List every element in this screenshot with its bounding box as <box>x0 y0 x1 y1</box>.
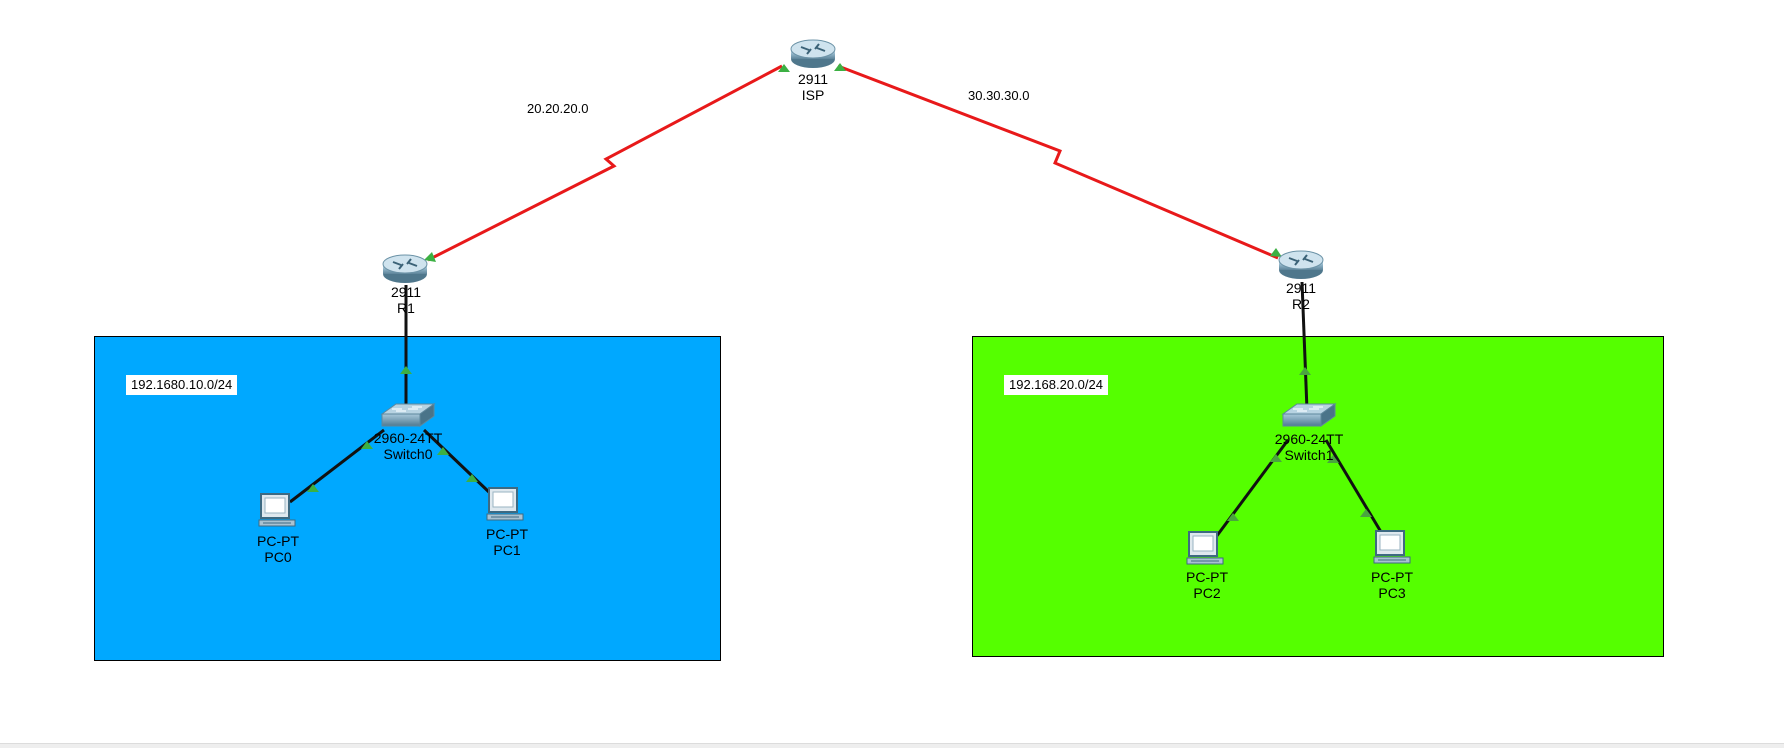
device-label-r2: 2911 R2 <box>1286 280 1316 312</box>
link-up-indicator <box>466 474 478 482</box>
area-label-left[interactable]: 192.1680.10.0/24 <box>126 375 238 395</box>
pc-icon[interactable] <box>486 487 524 521</box>
link-up-indicator <box>1360 509 1372 517</box>
router-icon[interactable] <box>382 254 428 283</box>
link-up-indicator <box>307 484 319 492</box>
network-label-isp-r2[interactable]: 30.30.30.0 <box>963 86 1035 106</box>
device-name: R1 <box>397 300 415 316</box>
pc-icon[interactable] <box>1186 531 1224 565</box>
area-label-right[interactable]: 192.168.20.0/24 <box>1004 375 1108 395</box>
eth-link-r2-switch1[interactable] <box>1300 281 1309 411</box>
serial-link-isp-r2[interactable] <box>837 64 1279 260</box>
device-name: PC2 <box>1193 585 1221 601</box>
device-name: Switch0 <box>383 446 433 462</box>
router-icon[interactable] <box>1278 250 1324 279</box>
link-up-indicator <box>1227 513 1239 521</box>
device-label-switch1: 2960-24TT Switch1 <box>1275 431 1343 463</box>
serial-link-isp-r1[interactable] <box>427 64 783 262</box>
link-status-indicators <box>307 63 1372 521</box>
device-model: PC-PT <box>1371 569 1413 585</box>
link-up-indicator <box>1327 455 1339 463</box>
network-label-isp-r1[interactable]: 20.20.20.0 <box>522 99 594 119</box>
eth-link-switch0-pc1[interactable] <box>422 428 492 495</box>
link-up-indicator <box>400 366 412 374</box>
link-up-indicator <box>1270 248 1282 257</box>
switch-icon[interactable] <box>380 403 436 427</box>
device-name: PC3 <box>1378 585 1406 601</box>
device-name: PC0 <box>264 549 292 565</box>
device-name: R2 <box>1292 296 1310 312</box>
device-label-pc0: PC-PT PC0 <box>257 533 299 565</box>
link-up-indicator <box>437 447 449 455</box>
device-model: PC-PT <box>257 533 299 549</box>
device-model: 2911 <box>797 71 829 87</box>
device-model: 2911 <box>1285 280 1317 296</box>
eth-link-switch1-pc3[interactable] <box>1324 439 1386 538</box>
bottom-scrollbar-strip[interactable] <box>0 743 1784 748</box>
device-label-pc3: PC-PT PC3 <box>1371 569 1413 601</box>
eth-link-switch0-pc0[interactable] <box>289 428 385 504</box>
device-name: Switch1 <box>1284 447 1334 463</box>
device-model: PC-PT <box>1186 569 1228 585</box>
device-label-pc1: PC-PT PC1 <box>486 526 528 558</box>
switch-icon[interactable] <box>1281 403 1337 427</box>
device-model: PC-PT <box>486 526 528 542</box>
device-label-switch0: 2960-24TT Switch0 <box>374 430 442 462</box>
device-name: PC1 <box>493 542 521 558</box>
device-model: 2960-24TT <box>373 430 443 446</box>
device-label-r1: 2911 R1 <box>391 284 421 316</box>
link-up-indicator <box>361 441 373 449</box>
link-up-indicator <box>1299 367 1311 375</box>
pc-icon[interactable] <box>258 493 296 527</box>
link-up-indicator <box>424 252 436 262</box>
device-model: 2960-24TT <box>1274 431 1344 447</box>
device-label-pc2: PC-PT PC2 <box>1186 569 1228 601</box>
device-model: 2911 <box>390 284 422 300</box>
pc-icon[interactable] <box>1373 530 1411 564</box>
device-name: ISP <box>801 87 825 103</box>
router-icon[interactable] <box>790 39 836 68</box>
link-up-indicator <box>1270 454 1282 462</box>
device-label-isp: 2911 ISP <box>798 71 828 103</box>
link-up-indicator <box>834 63 846 71</box>
link-up-indicator <box>778 64 790 72</box>
